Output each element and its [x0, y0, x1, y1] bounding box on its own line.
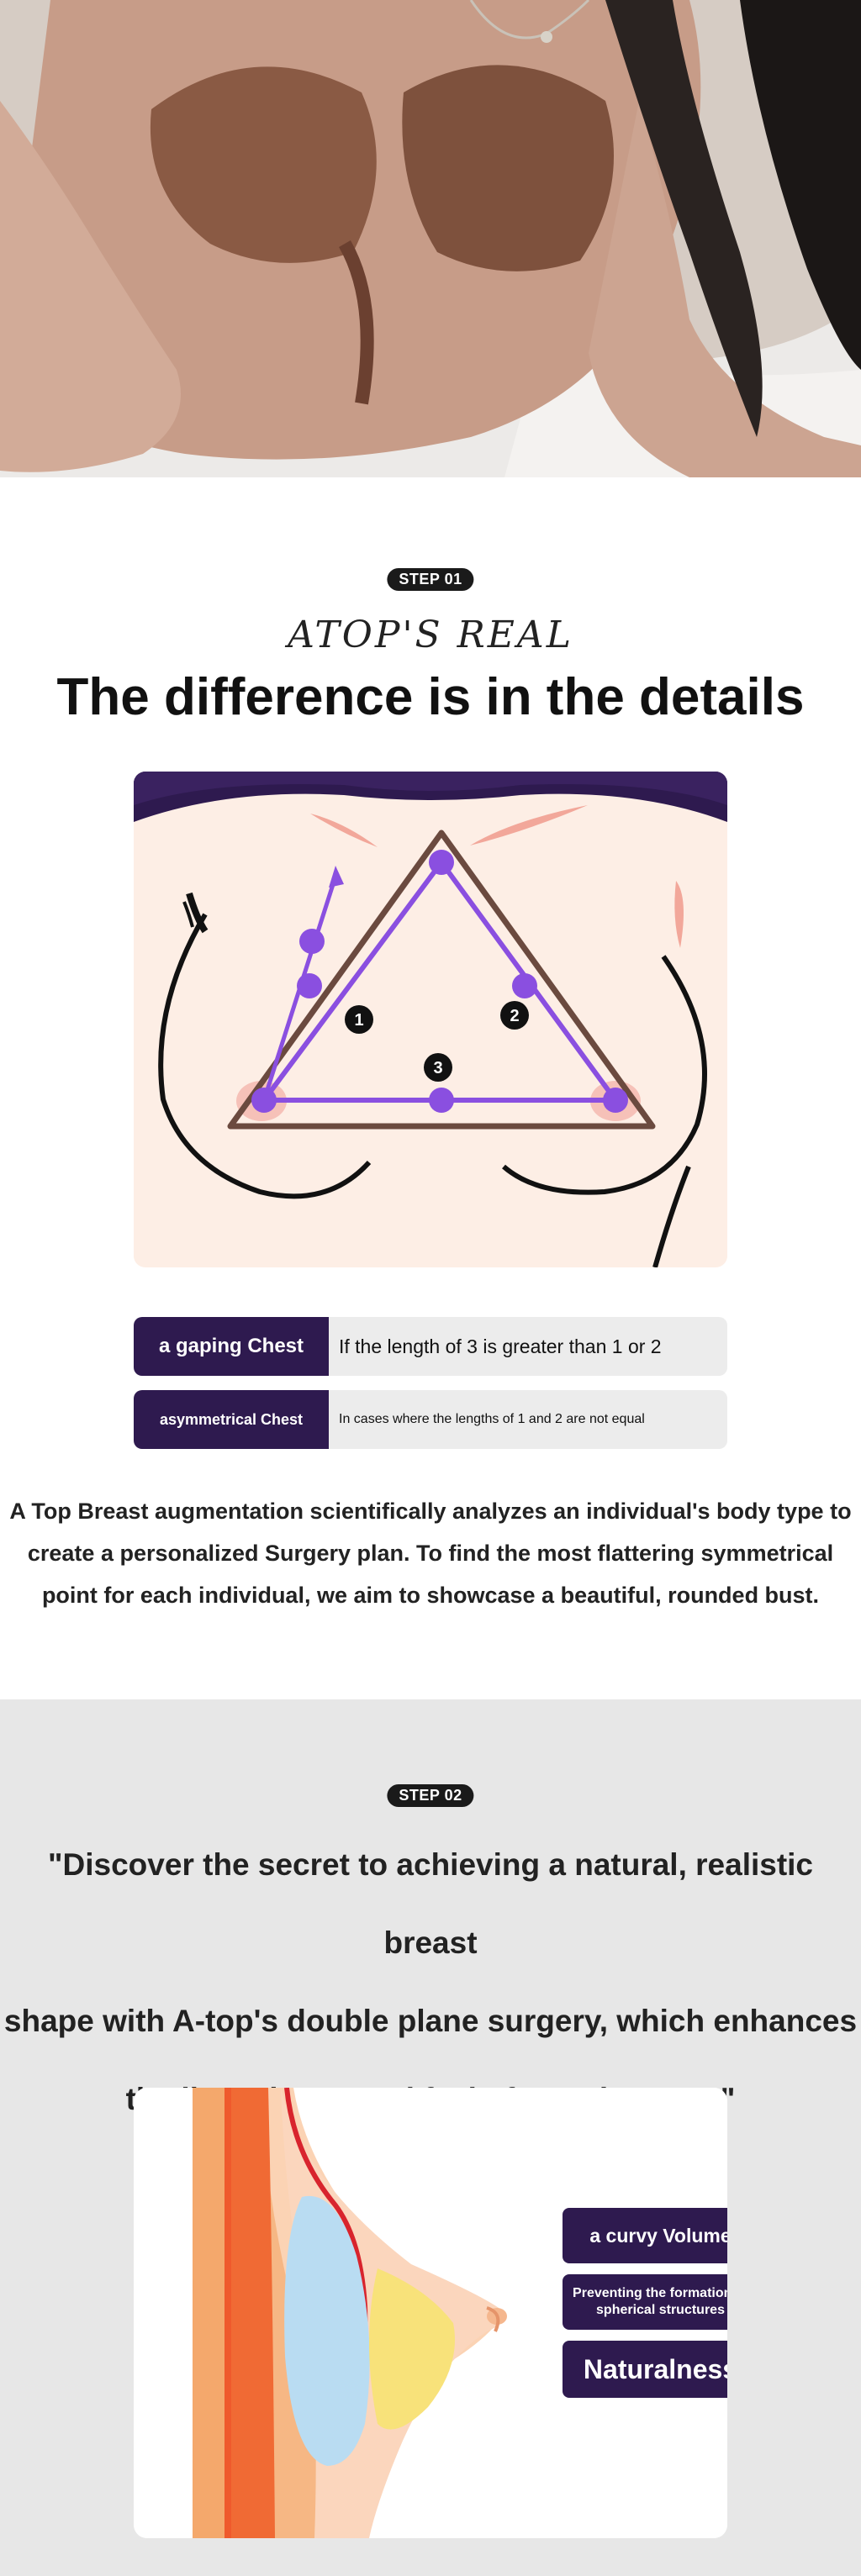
- description-line: A Top Breast augmentation scientifically…: [9, 1499, 852, 1524]
- step2-badge: STEP 02: [387, 1784, 474, 1807]
- quote-line: "Discover the secret to achieving a natu…: [47, 1847, 814, 1960]
- description-line: point for each individual, we aim to sho…: [41, 1583, 820, 1608]
- marker-1: 1: [354, 1011, 363, 1030]
- triangle-diagram: 1 2 3: [134, 772, 727, 1267]
- page-title: The difference is in the details: [56, 668, 805, 726]
- tag-preventing-spherical: Preventing the formation of spherical st…: [563, 2274, 727, 2330]
- script-title: ATOP'S REAL: [288, 614, 573, 656]
- step2-section: STEP 02 "Discover the secret to achievin…: [0, 1699, 861, 2576]
- info-row-asymmetrical: asymmetrical Chest In cases where the le…: [134, 1390, 727, 1449]
- info-text: If the length of 3 is greater than 1 or …: [329, 1317, 727, 1376]
- tag-curvy-volume: a curvy Volume: [563, 2208, 727, 2263]
- info-label: a gaping Chest: [134, 1317, 329, 1376]
- implant-diagram: a curvy Volume Preventing the formation …: [134, 2088, 727, 2538]
- info-label: asymmetrical Chest: [134, 1390, 329, 1449]
- step1-description: A Top Breast augmentation scientifically…: [0, 1490, 861, 1616]
- marker-3: 3: [433, 1059, 442, 1077]
- info-row-gaping: a gaping Chest If the length of 3 is gre…: [134, 1317, 727, 1376]
- info-text: In cases where the lengths of 1 and 2 ar…: [329, 1390, 727, 1449]
- step1-section: STEP 01 ATOP'S REAL The difference is in…: [0, 477, 861, 1699]
- description-line: create a personalized Surgery plan. To f…: [27, 1541, 834, 1566]
- quote-line: shape with A-top's double plane surgery,…: [3, 2004, 858, 2038]
- tag-naturalness: Naturalness: [563, 2341, 727, 2398]
- step1-badge: STEP 01: [387, 568, 474, 591]
- marker-2: 2: [510, 1007, 519, 1025]
- hero-image: [0, 0, 861, 477]
